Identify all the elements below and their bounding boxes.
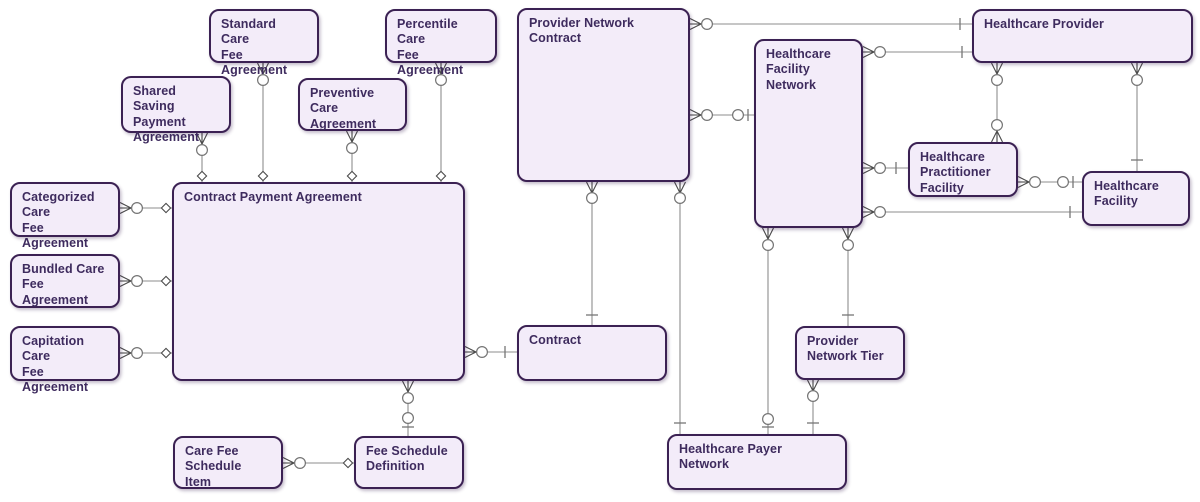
entity-provider-network-tier[interactable]: Provider Network Tier <box>795 326 905 380</box>
edge-hfn-to-healthcare-provider <box>862 45 972 58</box>
entity-healthcare-facility-network[interactable]: Healthcare Facility Network <box>754 39 863 228</box>
edge-preventive-care-to-cpa <box>346 130 359 182</box>
edge-pnc-to-contract <box>585 181 598 325</box>
edge-hfn-to-healthcare-facility <box>862 206 1082 219</box>
entity-shared-saving-payment-agreement[interactable]: Shared Saving Payment Agreement <box>121 76 231 144</box>
entity-contract[interactable]: Contract <box>517 325 667 381</box>
entity-standard-care-fee-agreement[interactable]: Standard Care Fee Agreement <box>209 9 319 77</box>
edge-care-fee-schedule-item-to-fsd <box>282 457 354 470</box>
entity-label: Fee Schedule Definition <box>366 444 448 474</box>
edge-cpa-to-fee-schedule-definition <box>402 380 415 436</box>
entity-categorized-care-fee-agreement[interactable]: Categorized Care Fee Agreement <box>10 182 120 250</box>
entity-label: Provider Network Tier <box>807 334 884 364</box>
edge-percentile-care-to-cpa <box>435 62 448 182</box>
entity-label: Provider Network Contract <box>529 16 635 46</box>
entity-label: Capitation Care Fee Agreement <box>22 334 89 394</box>
entity-label: Healthcare Facility <box>1094 179 1159 209</box>
edge-pnc-to-hpn <box>673 181 686 434</box>
edge-hfn-to-hpn <box>761 227 774 434</box>
entity-label: Healthcare Payer Network <box>679 442 783 472</box>
entity-percentile-care-fee-agreement[interactable]: Percentile Care Fee Agreement <box>385 9 497 77</box>
entity-capitation-care-fee-agreement[interactable]: Capitation Care Fee Agreement <box>10 326 120 394</box>
entity-label: Contract <box>529 333 582 347</box>
edge-bundled-care-to-cpa <box>119 275 172 288</box>
edge-hpf-to-healthcare-facility <box>1017 176 1082 189</box>
entity-label: Standard Care Fee Agreement <box>221 17 288 77</box>
entity-contract-payment-agreement[interactable]: Contract Payment Agreement <box>172 182 465 381</box>
entity-label: Percentile Care Fee Agreement <box>397 17 464 77</box>
edge-pnc-to-hfn <box>689 108 754 121</box>
entity-label: Healthcare Practitioner Facility <box>920 150 991 195</box>
edge-standard-care-to-cpa <box>257 62 270 182</box>
entity-preventive-care-agreement[interactable]: Preventive Care Agreement <box>298 78 407 131</box>
entity-label: Categorized Care Fee Agreement <box>22 190 95 250</box>
entity-fee-schedule-definition[interactable]: Fee Schedule Definition <box>354 436 464 489</box>
entity-label: Healthcare Provider <box>984 17 1105 31</box>
edge-capitation-care-to-cpa <box>119 347 172 360</box>
entity-label: Preventive Care Agreement <box>310 86 377 131</box>
edge-pnt-to-hpn <box>806 379 819 434</box>
entity-provider-network-contract[interactable]: Provider Network Contract <box>517 8 690 182</box>
edge-hfn-to-hpf <box>862 162 908 175</box>
entity-label: Bundled Care Fee Agreement <box>22 262 105 307</box>
entity-care-fee-schedule-item[interactable]: Care Fee Schedule Item <box>173 436 283 489</box>
entity-bundled-care-fee-agreement[interactable]: Bundled Care Fee Agreement <box>10 254 120 308</box>
edge-pnc-to-healthcare-provider <box>689 18 972 31</box>
edge-hp-to-healthcare-facility <box>1130 62 1143 171</box>
entity-healthcare-facility[interactable]: Healthcare Facility <box>1082 171 1190 226</box>
edge-hfn-to-pnt <box>841 227 854 326</box>
entity-label: Contract Payment Agreement <box>184 190 362 204</box>
edge-categorized-care-to-cpa <box>119 202 172 215</box>
entity-label: Healthcare Facility Network <box>766 47 831 92</box>
entity-healthcare-provider[interactable]: Healthcare Provider <box>972 9 1193 63</box>
entity-label: Care Fee Schedule Item <box>185 444 242 489</box>
edge-hp-to-hpf <box>990 62 1003 143</box>
entity-label: Shared Saving Payment Agreement <box>133 84 200 144</box>
entity-healthcare-practitioner-facility[interactable]: Healthcare Practitioner Facility <box>908 142 1018 197</box>
edge-cpa-to-contract <box>464 346 517 359</box>
entity-healthcare-payer-network[interactable]: Healthcare Payer Network <box>667 434 847 490</box>
